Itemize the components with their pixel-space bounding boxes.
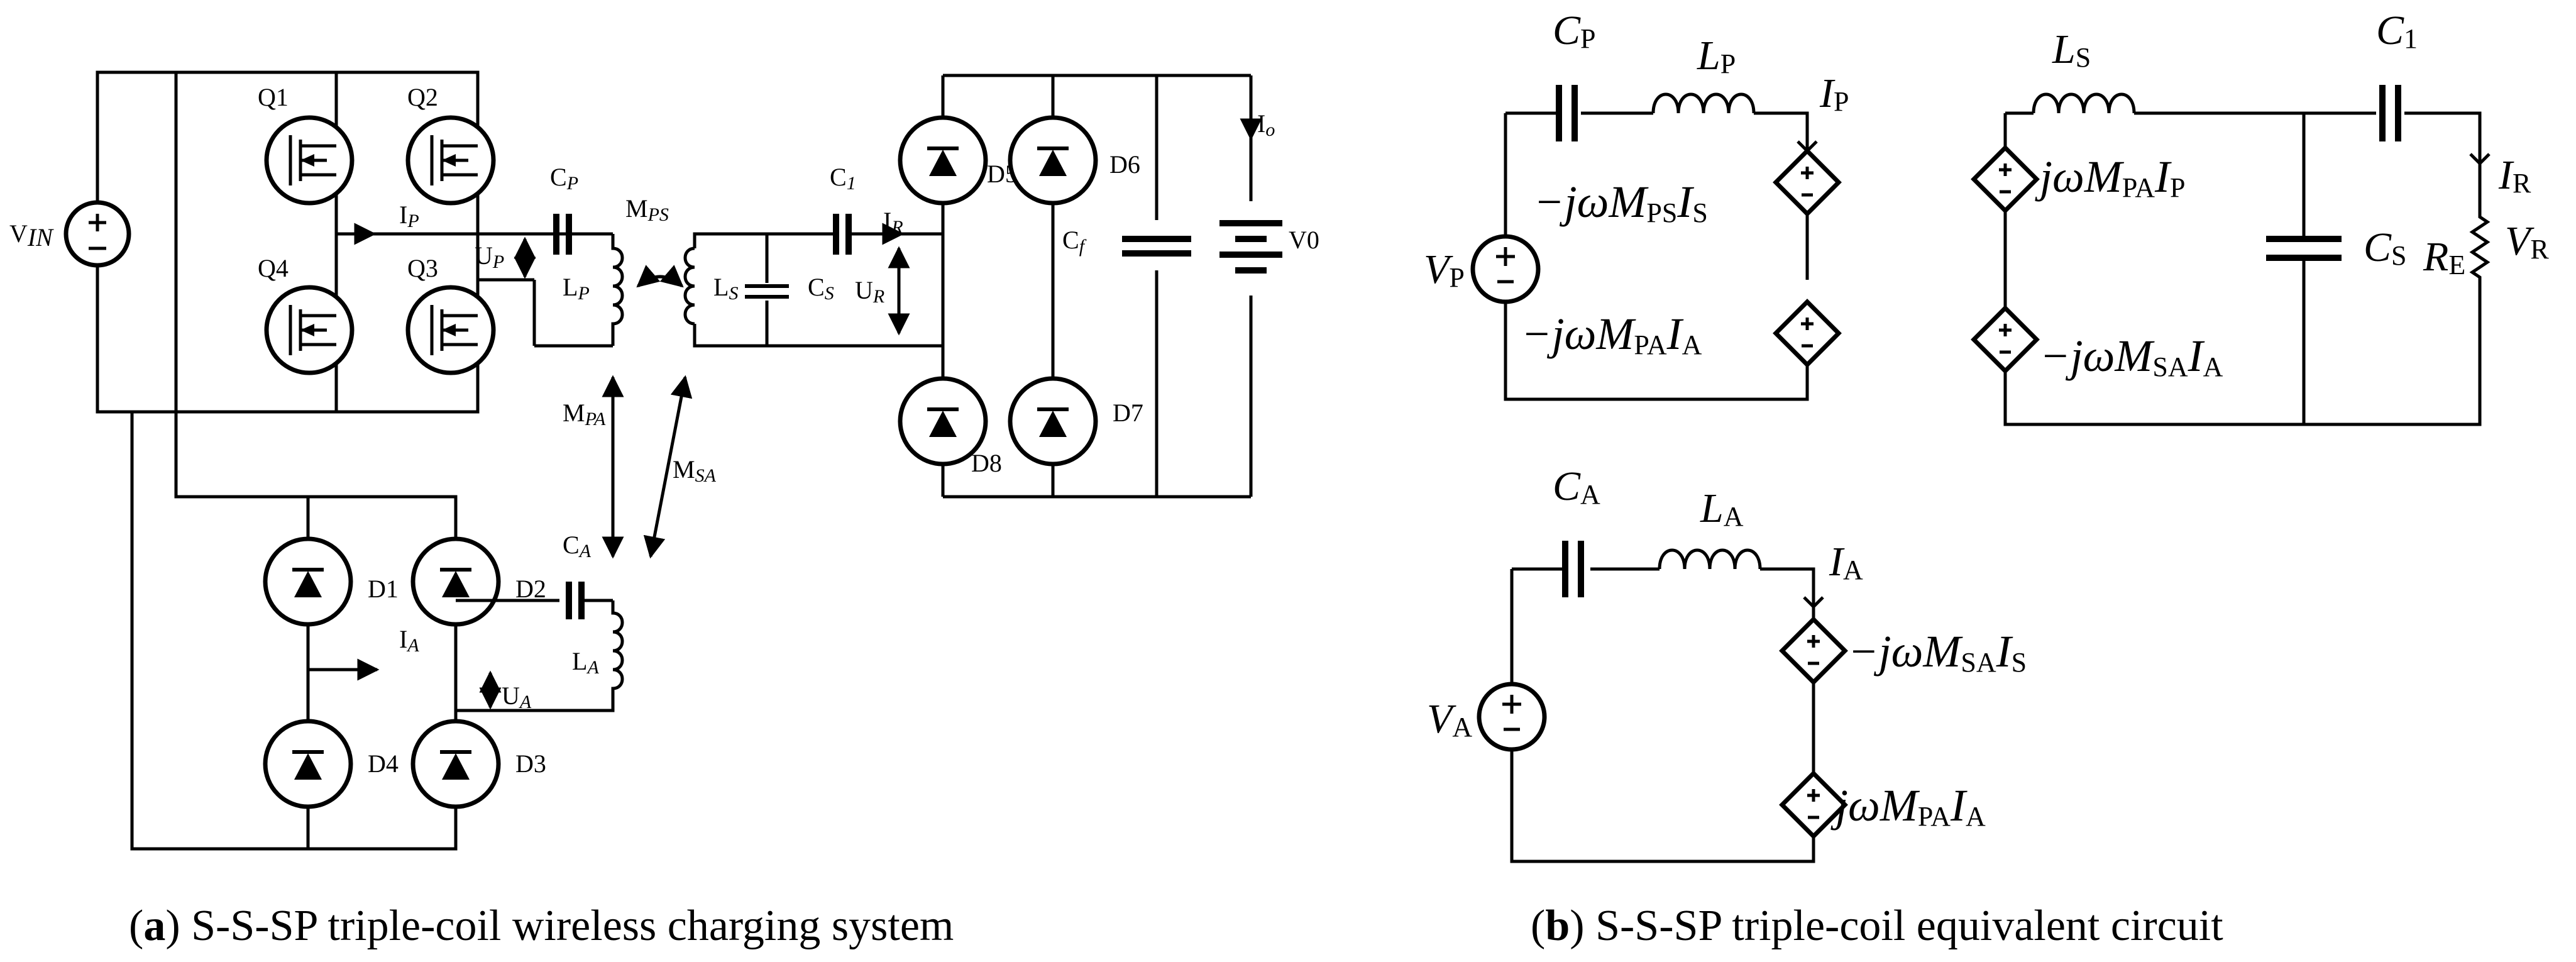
ir-eq-label: IR	[2498, 152, 2531, 199]
lp-label: LP	[563, 273, 590, 304]
d6-label: D6	[1109, 150, 1140, 179]
inductor-la: LA	[456, 600, 624, 712]
cf-label: Cf	[1062, 226, 1087, 257]
d7-label: D7	[1113, 399, 1143, 427]
ca-label: CA	[563, 531, 592, 561]
capacitor-cp: CP	[525, 163, 603, 255]
p-src1-label: −jωMPSIS	[1534, 177, 1708, 228]
re-eq-label: RE	[2423, 234, 2465, 280]
panel-b-primary-loop: CP LP IP VP −jωMPSIS −jωMPAIA	[1424, 8, 1849, 401]
inductor-la-eq: LA	[1658, 485, 1762, 570]
la-eq-label: LA	[1700, 485, 1744, 532]
mpa-label: MPA	[563, 399, 606, 429]
ip-label: IP	[399, 201, 419, 231]
diode-d2: D2	[410, 536, 546, 627]
va-eq-label: VA	[1427, 696, 1472, 743]
d2-label: D2	[515, 575, 546, 603]
ir-label: IR	[883, 207, 903, 238]
vin-label: VIN	[9, 219, 54, 252]
ip-eq-label: IP	[1819, 70, 1849, 117]
capacitor-cs-eq: CS	[2266, 224, 2407, 280]
q3-label: Q3	[407, 254, 438, 282]
dependent-source-s1: jωMPAIP	[1971, 145, 2186, 214]
dependent-source-p1: −jωMPSIS	[1534, 148, 1842, 228]
diode-d7: D7	[1008, 376, 1143, 467]
dependent-source-a1: −jωMSAIS	[1779, 616, 2027, 685]
capacitor-output	[1122, 220, 1191, 270]
diode-d3: D3	[410, 719, 546, 809]
panel-a-circuit: VIN Q1 Q2	[9, 70, 1319, 950]
panel-b-auxiliary-loop: CA LA IA VA −jωMSAIS jωMPAIA	[1427, 463, 2027, 863]
voltage-source-vp: VP	[1424, 234, 1541, 304]
battery-vo: V0	[1210, 201, 1319, 296]
msa-label: MSA	[673, 455, 717, 486]
io-label: Io	[1257, 109, 1275, 140]
diode-d8: D8	[898, 376, 1002, 477]
vr-eq-label: VR	[2505, 218, 2549, 265]
inductor-lp-eq: LP	[1651, 33, 1756, 114]
c1-label: C1	[830, 163, 856, 194]
ia-label: IA	[399, 625, 419, 656]
dependent-source-p2: −jωMPAIA	[1521, 299, 1842, 368]
capacitor-cs: CS	[745, 234, 834, 346]
inductor-ls-eq: LS	[2032, 26, 2136, 114]
diode-d6: D6	[1008, 115, 1140, 206]
resistor-re: RE VR	[2423, 163, 2549, 305]
up-label: UP	[475, 241, 504, 272]
mosfet-q4: Q4	[258, 254, 355, 375]
mps-label: MPS	[625, 194, 669, 225]
q4-label: Q4	[258, 254, 289, 282]
cp-label: CP	[550, 163, 578, 194]
d3-label: D3	[515, 749, 546, 778]
inductor-lp: LP	[563, 232, 624, 346]
a-src1-label: −jωMSAIS	[1848, 626, 2027, 678]
caption-b: (b) S-S-SP triple-coil equivalent circui…	[1531, 902, 2223, 950]
q2-label: Q2	[407, 83, 438, 111]
vp-eq-label: VP	[1424, 246, 1465, 293]
s-src2-label: −jωMSAIA	[2040, 331, 2223, 382]
diode-d5: D5	[898, 115, 1018, 206]
capacitor-cp-eq: CP	[1553, 8, 1596, 141]
a-src2-label: jωMPAIA	[1830, 780, 1986, 832]
dc-source-vin: VIN	[9, 200, 131, 268]
dependent-source-s2: −jωMSAIA	[1971, 305, 2223, 382]
d8-label: D8	[971, 449, 1002, 477]
s-src1-label: jωMPAIP	[2035, 152, 2186, 203]
la-label: LA	[572, 647, 599, 678]
cp-eq-label: CP	[1553, 8, 1596, 54]
ls-eq-label: LS	[2052, 26, 2091, 73]
vo-label: V0	[1289, 226, 1319, 254]
mosfet-q2: Q2	[405, 83, 496, 206]
mosfet-q1: Q1	[258, 83, 355, 206]
mosfet-q3: Q3	[405, 254, 496, 375]
diode-d1: D1	[263, 536, 399, 627]
cs-eq-label: CS	[2364, 224, 2407, 271]
diode-d4: D4	[263, 719, 399, 809]
voltage-source-va: VA	[1427, 682, 1547, 752]
d1-label: D1	[368, 575, 399, 603]
inductor-ls: LS	[683, 232, 767, 348]
ia-eq-label: IA	[1829, 539, 1863, 585]
q1-label: Q1	[258, 83, 289, 111]
d4-label: D4	[368, 749, 399, 778]
cs-label: CS	[808, 273, 834, 304]
c1-eq-label: C1	[2376, 8, 2418, 54]
capacitor-ca: CA	[563, 531, 613, 619]
capacitor-c1-eq: C1	[2376, 8, 2418, 141]
ls-label: LS	[713, 273, 738, 304]
panel-b-secondary-loop: LS C1 CS IR RE VR jωMPAIP	[1971, 8, 2549, 426]
dependent-source-a2: jωMPAIA	[1779, 770, 1986, 839]
ur-label: UR	[855, 276, 884, 307]
caption-a: (a) S-S-SP triple-coil wireless charging…	[129, 902, 954, 950]
lp-eq-label: LP	[1697, 33, 1736, 79]
p-src2-label: −jωMPAIA	[1521, 309, 1702, 360]
ua-label: UA	[502, 682, 532, 712]
capacitor-ca-eq: CA	[1553, 463, 1600, 597]
ca-eq-label: CA	[1553, 463, 1600, 510]
